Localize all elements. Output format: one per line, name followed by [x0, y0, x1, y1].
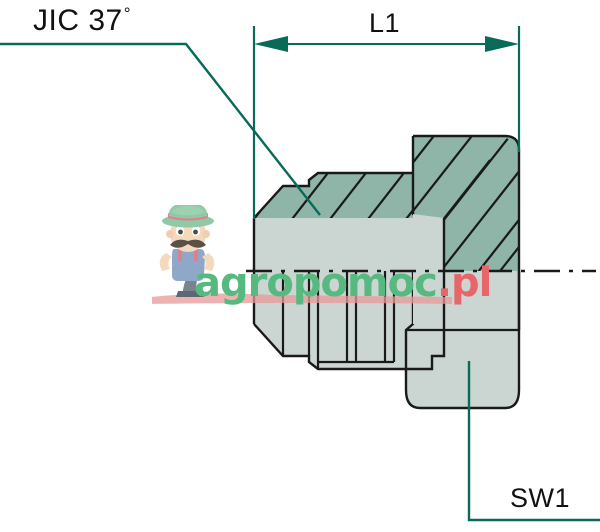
nose-body-upper-fill [254, 218, 444, 271]
l1-arrow-left-icon [254, 36, 288, 52]
shoulder-transition [413, 214, 446, 324]
l1-arrow-right-icon [485, 36, 519, 52]
jic-leader-line [0, 42, 321, 216]
label-sw1: SW1 [510, 483, 571, 513]
nose-body-skirt-fill [254, 324, 444, 369]
thread-groove-lines [281, 271, 396, 369]
degree-symbol-icon: ° [123, 4, 132, 23]
nut-lower-outline [404, 271, 521, 410]
label-jic-text: JIC 37 [33, 4, 123, 37]
label-l1: L1 [369, 8, 401, 38]
shoulder-fill-upper [413, 214, 444, 271]
sw1-leader-line [467, 361, 600, 522]
label-jic-37: JIC 37° [33, 4, 131, 38]
l1-dimension [252, 26, 521, 219]
shoulder-fill-lower [413, 271, 444, 324]
